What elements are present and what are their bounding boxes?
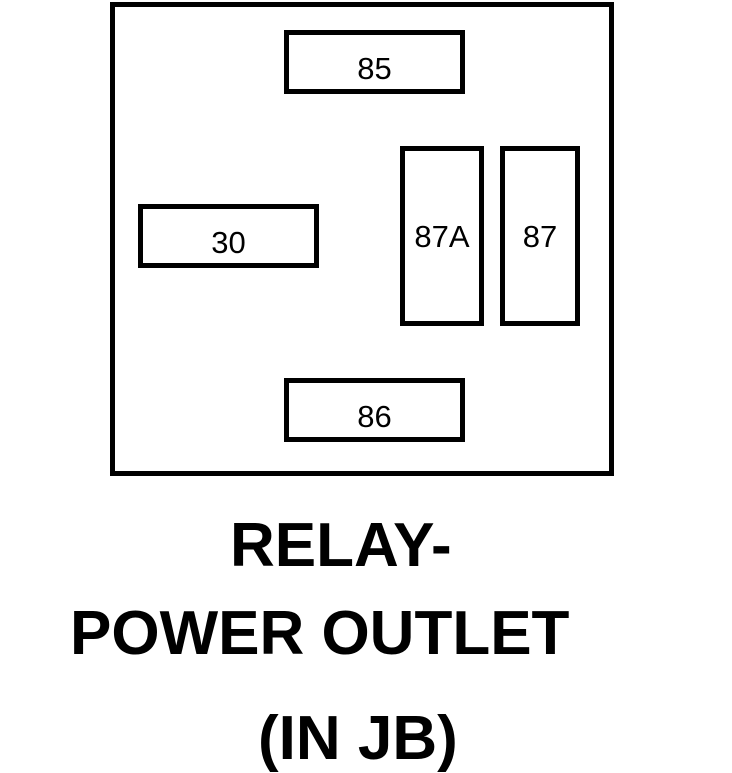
terminal-87a-label: 87A xyxy=(414,218,470,254)
terminal-85-label: 85 xyxy=(357,50,392,86)
relay-outline xyxy=(110,2,614,476)
terminal-86: 86 xyxy=(284,378,465,442)
caption-line-2: POWER OUTLET xyxy=(70,599,570,668)
caption-line-3: (IN JB) xyxy=(258,704,458,773)
terminal-87a: 87A xyxy=(400,146,484,326)
terminal-30-label: 30 xyxy=(211,224,246,260)
terminal-86-label: 86 xyxy=(357,398,392,434)
caption-line-1: RELAY- xyxy=(230,511,452,580)
terminal-87-label: 87 xyxy=(522,218,558,254)
terminal-30: 30 xyxy=(138,204,319,268)
terminal-87: 87 xyxy=(500,146,580,326)
terminal-85: 85 xyxy=(284,30,465,94)
